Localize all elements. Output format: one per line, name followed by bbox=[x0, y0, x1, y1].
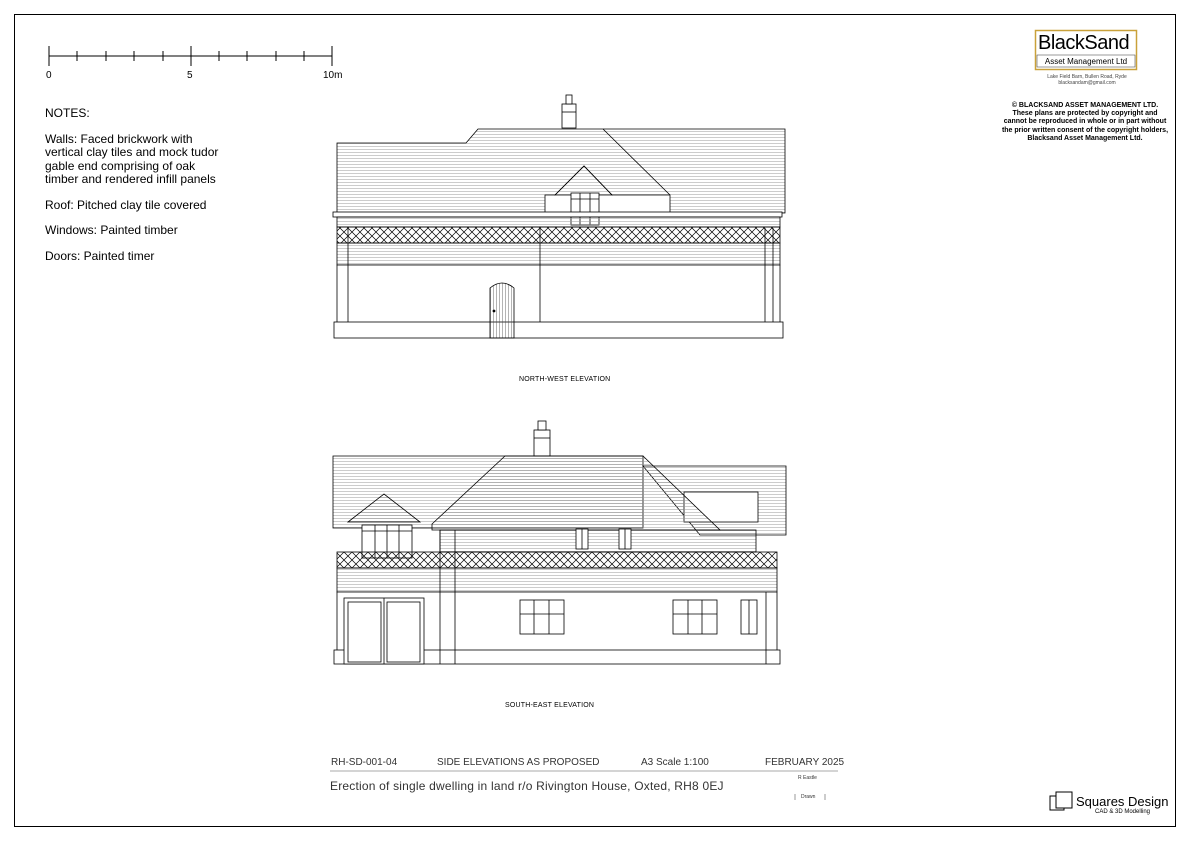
logo-email: blacksandam@gmail.com bbox=[1058, 80, 1116, 86]
drawing-scale: A3 Scale 1:100 bbox=[641, 757, 709, 768]
project-description: Erection of single dwelling in land r/o … bbox=[330, 779, 724, 793]
notes-heading: NOTES: bbox=[45, 106, 90, 120]
notes-block: NOTES: Walls: Faced brickwork with verti… bbox=[45, 106, 225, 275]
logo-word: BlackSand bbox=[1038, 32, 1130, 54]
notes-walls: Walls: Faced brickwork with vertical cla… bbox=[45, 131, 219, 186]
copyright-line: These plans are protected by copyright a… bbox=[1012, 110, 1158, 118]
title-block-rules bbox=[330, 770, 838, 800]
drawing-number: RH-SD-001-04 bbox=[331, 757, 398, 768]
scale-label-5: 5 bbox=[187, 70, 193, 81]
scale-bar: 0 5 10m bbox=[44, 42, 344, 82]
drawing-title: SIDE ELEVATIONS AS PROPOSED bbox=[437, 757, 600, 768]
copyright-line: Blacksand Asset Management Ltd. bbox=[1027, 134, 1143, 142]
logo-address-line: Lake Field Barn, Bullen Road, Ryde bbox=[1047, 74, 1127, 80]
north-west-elevation bbox=[332, 94, 786, 339]
copyright-line: © BLACKSAND ASSET MANAGEMENT LTD. bbox=[1011, 102, 1159, 109]
scale-label-0: 0 bbox=[46, 70, 52, 81]
copyright-line: the prior written consent of the copyrig… bbox=[1001, 126, 1169, 134]
logo-subtitle: Asset Management Ltd bbox=[1044, 57, 1128, 66]
north-west-elevation-label: NORTH-WEST ELEVATION bbox=[519, 376, 611, 383]
logo-address: Lake Field Barn, Bullen Road, Ryde black… bbox=[1012, 74, 1162, 86]
squares-brand: Squares Design bbox=[1076, 794, 1169, 809]
squares-subtitle: CAD & 3D Modelling bbox=[1095, 809, 1151, 815]
copyright-line: cannot be reproduced in whole or in part… bbox=[1003, 118, 1167, 126]
blacksand-logo: BlackSand Asset Management Ltd bbox=[1034, 29, 1138, 71]
copyright-notice: © BLACKSAND ASSET MANAGEMENT LTD. These … bbox=[993, 102, 1177, 143]
scale-label-10m: 10m bbox=[323, 70, 343, 81]
drawn-label: Drawn bbox=[801, 794, 816, 800]
south-east-elevation bbox=[332, 420, 787, 665]
drawn-by: R Eastle bbox=[798, 775, 817, 781]
south-east-elevation-label: SOUTH-EAST ELEVATION bbox=[505, 702, 595, 709]
drawing-frame bbox=[14, 14, 1176, 827]
notes-roof: Roof: Pitched clay tile covered bbox=[45, 197, 207, 212]
squares-logo-icon bbox=[1049, 791, 1073, 811]
notes-doors: Doors: Painted timer bbox=[45, 248, 155, 263]
drawing-date: FEBRUARY 2025 bbox=[765, 757, 845, 768]
notes-windows: Windows: Painted timber bbox=[45, 223, 178, 237]
